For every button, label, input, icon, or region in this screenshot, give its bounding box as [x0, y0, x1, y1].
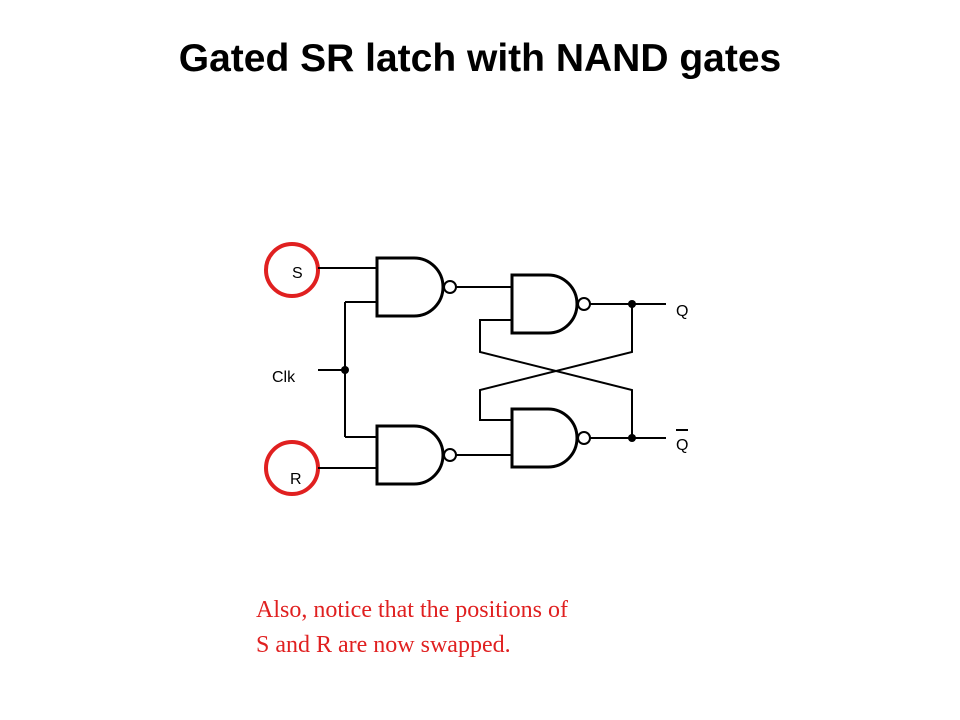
nand-gate-lower	[375, 424, 445, 486]
latch-nand-gate-lower	[510, 407, 579, 469]
nand-bubble-upper	[443, 280, 457, 294]
latch-bubble-lower	[577, 431, 591, 445]
r-label: R	[290, 471, 302, 488]
nand-gate-upper	[375, 256, 445, 318]
latch-bubble-upper	[577, 297, 591, 311]
latch-nand-gate-upper	[510, 273, 579, 335]
slide-title: Gated SR latch with NAND gates	[178, 37, 782, 80]
clk-label: Clk	[272, 369, 296, 386]
s-highlight-circle	[264, 242, 320, 298]
q-bar-label: Q	[676, 437, 688, 454]
q-label: Q	[676, 303, 688, 320]
q-bar-junction-dot	[628, 434, 636, 442]
s-label: S	[292, 265, 303, 282]
q-junction-dot	[628, 300, 636, 308]
feedback-wires	[479, 304, 633, 438]
swap-note: Also, notice that the positions of S and…	[256, 597, 568, 658]
clk-junction-dot	[341, 366, 349, 374]
nand-bubble-lower	[443, 448, 457, 462]
